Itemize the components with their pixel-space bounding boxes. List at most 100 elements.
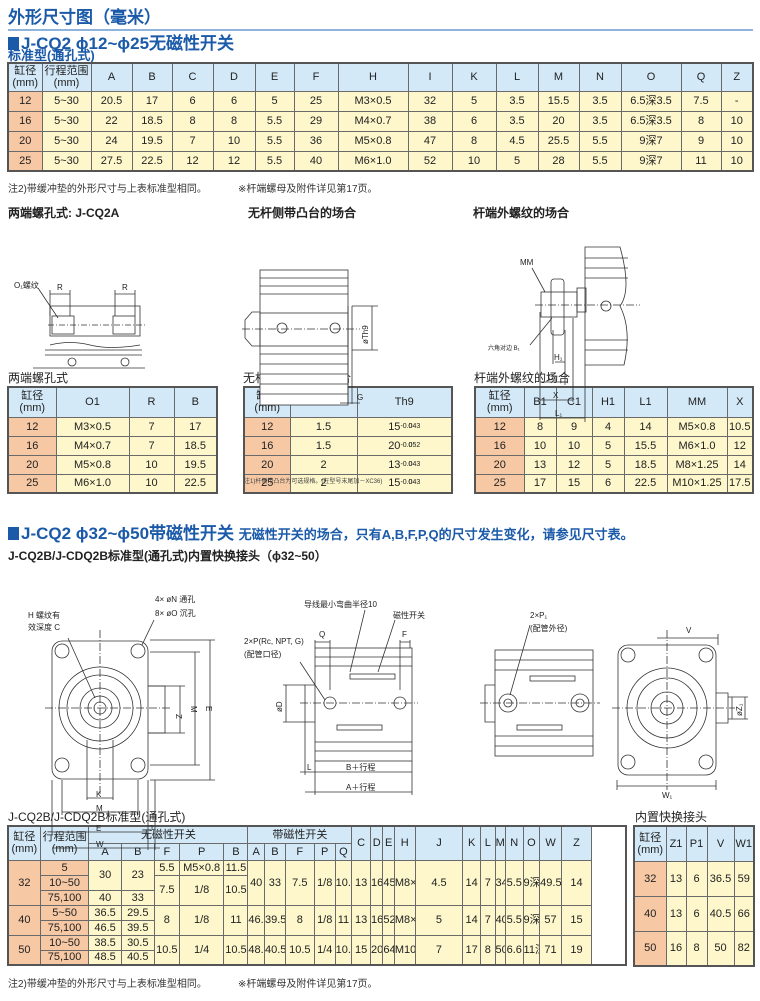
table-cell: 10.5 <box>284 934 315 966</box>
table-cell: 19 <box>560 934 593 966</box>
table-key-cell: 25 <box>7 473 57 494</box>
label-q: Q <box>319 630 325 639</box>
tolerance-base: 15 <box>388 477 401 490</box>
table-cell: 6 <box>212 90 256 112</box>
label-port-size: (配管口径) <box>244 649 282 659</box>
table-cell: 22.5 <box>131 150 173 172</box>
table-header-cell: F <box>284 842 315 861</box>
table-c-title: 杆端外螺纹的场合 <box>474 371 571 385</box>
diagram3-title: 杆端外螺纹的场合 <box>473 206 570 220</box>
table-header-cell: L1 <box>623 386 668 418</box>
label-magnetic-switch: 磁性开关 <box>393 610 425 620</box>
table-cell: 11.5 <box>223 859 249 876</box>
label-th9: øTh9 <box>361 325 370 344</box>
table-cell: 11 <box>334 904 353 936</box>
table-cell: 16 <box>369 904 384 936</box>
table-header-cell: O <box>522 825 541 861</box>
table-cell: 5~30 <box>41 90 92 112</box>
table-key-cell: 10~50 <box>39 874 90 891</box>
table-header-cell: H <box>337 62 409 92</box>
table-cell: 8 <box>153 904 180 936</box>
table-cell: 16 <box>665 930 687 967</box>
label-j: J <box>149 824 153 833</box>
table-key-cell: 20 <box>243 454 291 475</box>
label-tube-od: (配管外径) <box>530 623 568 633</box>
label-v: V <box>686 626 692 635</box>
table-cell: 5.5 <box>254 130 295 152</box>
table-cell: 15 <box>560 904 593 936</box>
table-a-title: 两端螺孔式 <box>8 371 69 385</box>
label-l1: L₁ <box>555 409 562 418</box>
table-cell: 5 <box>591 454 625 475</box>
table-header-cell: A <box>88 842 122 861</box>
table-cell: 17.5 <box>726 473 754 494</box>
table-header-cell: W1 <box>733 825 755 862</box>
table-cell: 7 <box>480 904 496 936</box>
table-cell: 10.5 <box>334 859 353 906</box>
table-cell: 12 <box>726 435 754 456</box>
note-cushion-2: 注2)带缓冲垫的外形尺寸与上表标准型相同。 <box>8 979 207 990</box>
diagram-side-view: 导线最小弯曲半径10 磁性开关 2×P(Rc, NPT, G) (配管口径) Q… <box>244 599 425 795</box>
table-cell: M5×0.8 <box>178 859 225 876</box>
table-cell: 10.5 <box>223 874 249 906</box>
label-h1: H₁ <box>554 353 563 362</box>
table-cell: 23 <box>120 859 155 891</box>
table-key-cell: 25 <box>474 473 525 494</box>
table-header-cell: F <box>153 842 180 861</box>
table-key-cell: 50 <box>7 934 41 966</box>
table-cell: 15.5 <box>537 90 580 112</box>
table-header-cell: N <box>504 825 524 861</box>
table-header-cell: P1 <box>685 825 708 862</box>
table-header-cell: B <box>120 842 155 861</box>
label-z: Z <box>174 714 183 719</box>
label-c1: C₁ <box>548 373 557 382</box>
table-cell: 9深7 <box>522 904 541 936</box>
table-key-cell: 40 <box>633 895 667 932</box>
table-cell: 10 <box>720 130 754 152</box>
table-cell: 10 <box>523 435 557 456</box>
table-cell: 5 <box>414 904 464 936</box>
table-cell: 38 <box>407 110 453 132</box>
note-rod-end: ※杆端螺母及附件详见第17页。 <box>238 184 378 195</box>
label-z1: øZ₁ <box>735 703 744 716</box>
table-cell: 9 <box>680 130 722 152</box>
table-header-cell: I <box>407 62 453 92</box>
section2-title-note: 无磁性开关的场合，只有A,B,F,P,Q的尺寸发生变化，请参见尺寸表。 <box>238 527 634 542</box>
table-key-cell: 20 <box>7 454 57 475</box>
label-e: E <box>96 824 101 833</box>
table-header-cell: 缸径 (mm) <box>474 386 525 418</box>
table-cell: 10 <box>720 150 754 172</box>
table-cell: M5×0.8 <box>337 130 409 152</box>
table-header-cell: O <box>620 62 682 92</box>
table-cell: 6.5深3.5 <box>620 110 682 132</box>
table-key-cell: 12 <box>474 416 525 437</box>
table-cell: 17 <box>173 416 218 437</box>
table-cell: M6×1.0 <box>55 473 130 494</box>
label-r: R <box>57 283 63 292</box>
table-cell: 5~30 <box>41 130 92 152</box>
label-f: F <box>402 630 407 639</box>
table-cell: 7 <box>480 859 496 906</box>
table-cell: 22.5 <box>173 473 218 494</box>
table-key-cell: 50 <box>633 930 667 967</box>
table-header-cell: B <box>223 842 249 861</box>
note-boss-option: 注1)杆侧带凸台为可选规格。(在型号末尾加－XC36) <box>244 479 383 485</box>
table-header-cell: 缸径 (mm) <box>7 386 57 418</box>
label-x: X <box>553 391 559 400</box>
label-m: M <box>96 804 103 813</box>
table-cell: 52 <box>407 150 453 172</box>
table-cell: 22.5 <box>623 473 668 494</box>
table-key-cell: 32 <box>633 860 667 897</box>
table-row: 32530235.5M5×0.811.540337.51/810.5131645… <box>7 859 626 906</box>
